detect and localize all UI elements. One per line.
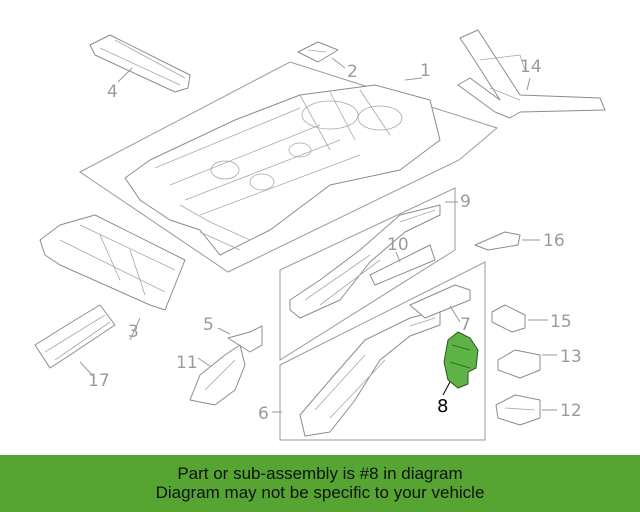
rail-assembly-part-9 (279, 187, 456, 361)
callout-17: 17 (88, 371, 110, 391)
bracket-part-2 (297, 41, 339, 63)
highlighted-part-8 (443, 331, 479, 389)
reinforcement-part-10 (369, 244, 436, 286)
rear-rail-part-4 (89, 34, 191, 93)
callout-14: 14 (520, 57, 542, 77)
plate-part-15 (491, 304, 526, 333)
callout-13: 13 (560, 347, 582, 367)
reinforcement-part-7 (409, 284, 471, 319)
bracket-part-11 (189, 344, 246, 406)
heat-shield-part-17 (34, 304, 116, 369)
callout-15: 15 (550, 312, 572, 332)
callout-8: 8 (437, 396, 448, 417)
floor-pan-assembly (79, 61, 499, 273)
callout-3: 3 (128, 322, 139, 342)
banner-line-2: Diagram may not be specific to your vehi… (155, 483, 485, 502)
banner-line-1: Part or sub-assembly is #8 in diagram (177, 464, 463, 483)
callout-10: 10 (387, 235, 409, 255)
side-member-part-6 (279, 261, 486, 441)
bracket-part-5 (227, 325, 263, 353)
crossmember-part-14 (457, 29, 606, 119)
callout-16: 16 (543, 231, 565, 251)
callout-4: 4 (107, 82, 118, 102)
callout-1: 1 (420, 61, 431, 81)
callout-11: 11 (176, 353, 198, 373)
callout-5: 5 (203, 315, 214, 335)
info-banner: Part or sub-assembly is #8 in diagram Di… (0, 455, 640, 512)
floor-reinforcement-part-3 (39, 214, 186, 311)
callout-labels: 1 2 3 4 5 6 7 8 9 10 11 12 13 14 15 16 1… (88, 57, 582, 424)
callout-6: 6 (258, 404, 269, 424)
callout-7: 7 (460, 315, 471, 335)
callout-9: 9 (460, 192, 471, 212)
parts-diagram: 1 2 3 4 5 6 7 8 9 10 11 12 13 14 15 16 1… (34, 29, 606, 441)
bracket-part-13 (497, 349, 541, 379)
leader-lines (79, 57, 557, 413)
bracket-part-16 (474, 231, 521, 251)
callout-2: 2 (347, 62, 358, 82)
bracket-part-12 (495, 394, 541, 426)
callout-12: 12 (560, 401, 582, 421)
